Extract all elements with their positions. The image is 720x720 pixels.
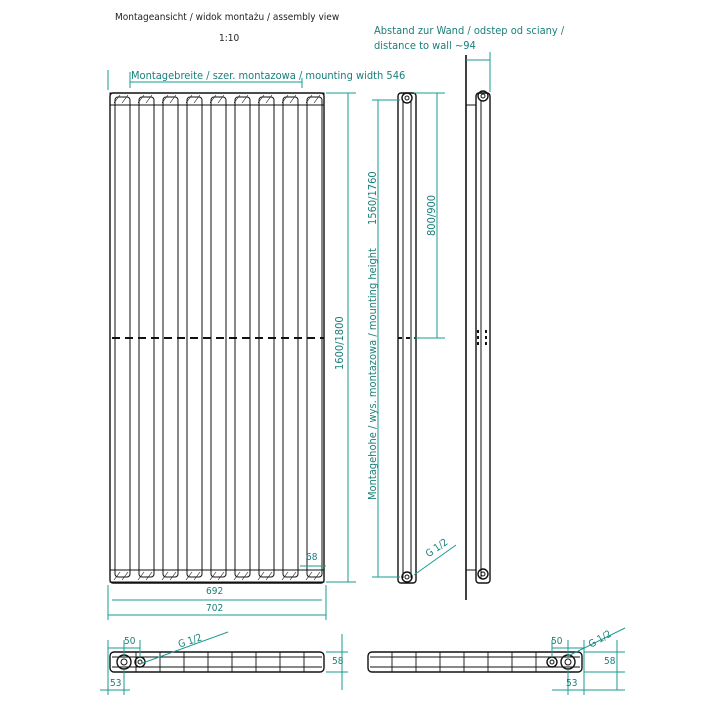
dim-50-left: 50	[124, 636, 136, 647]
radiator-top-view-right	[367, 651, 583, 673]
height-range-label: 1560/1760	[366, 171, 379, 225]
dim-53-left: 53	[110, 678, 122, 689]
dim-58-right: 58	[604, 656, 616, 667]
drawing-title: Montageansicht / widok montażu / assembl…	[115, 12, 340, 23]
radiator-front-view	[109, 92, 325, 584]
top-right-dimensions	[551, 627, 626, 695]
distance-label-line2: distance to wall ~94	[374, 39, 476, 52]
dim-50-right: 50	[551, 636, 563, 647]
radiator-wall-view	[465, 55, 491, 600]
dim-702: 702	[206, 603, 224, 614]
mounting-height-label: Montagehohe / wys. montazowa / mounting …	[366, 248, 379, 500]
total-height-label: 1600/1800	[333, 316, 346, 370]
dim-692: 692	[206, 586, 224, 597]
front-dimensions	[107, 70, 356, 620]
top-left-dimensions	[100, 631, 348, 695]
dim-53-right: 53	[566, 678, 578, 689]
distance-label-line1: Abstand zur Wand / odstep od sciany /	[374, 24, 565, 37]
side-dimensions	[372, 92, 457, 578]
radiator-top-view-left	[109, 651, 325, 673]
radiator-side-view	[397, 92, 417, 584]
drawing-scale: 1:10	[219, 33, 240, 44]
wall-distance-dimension	[466, 52, 491, 92]
dim-58-left: 58	[332, 656, 344, 667]
pipe-spacing-label: 800/900	[425, 194, 438, 236]
mounting-width-label: Montagebreite / szer. montazowa / mounti…	[131, 69, 406, 82]
dim-68: 68	[306, 552, 318, 563]
